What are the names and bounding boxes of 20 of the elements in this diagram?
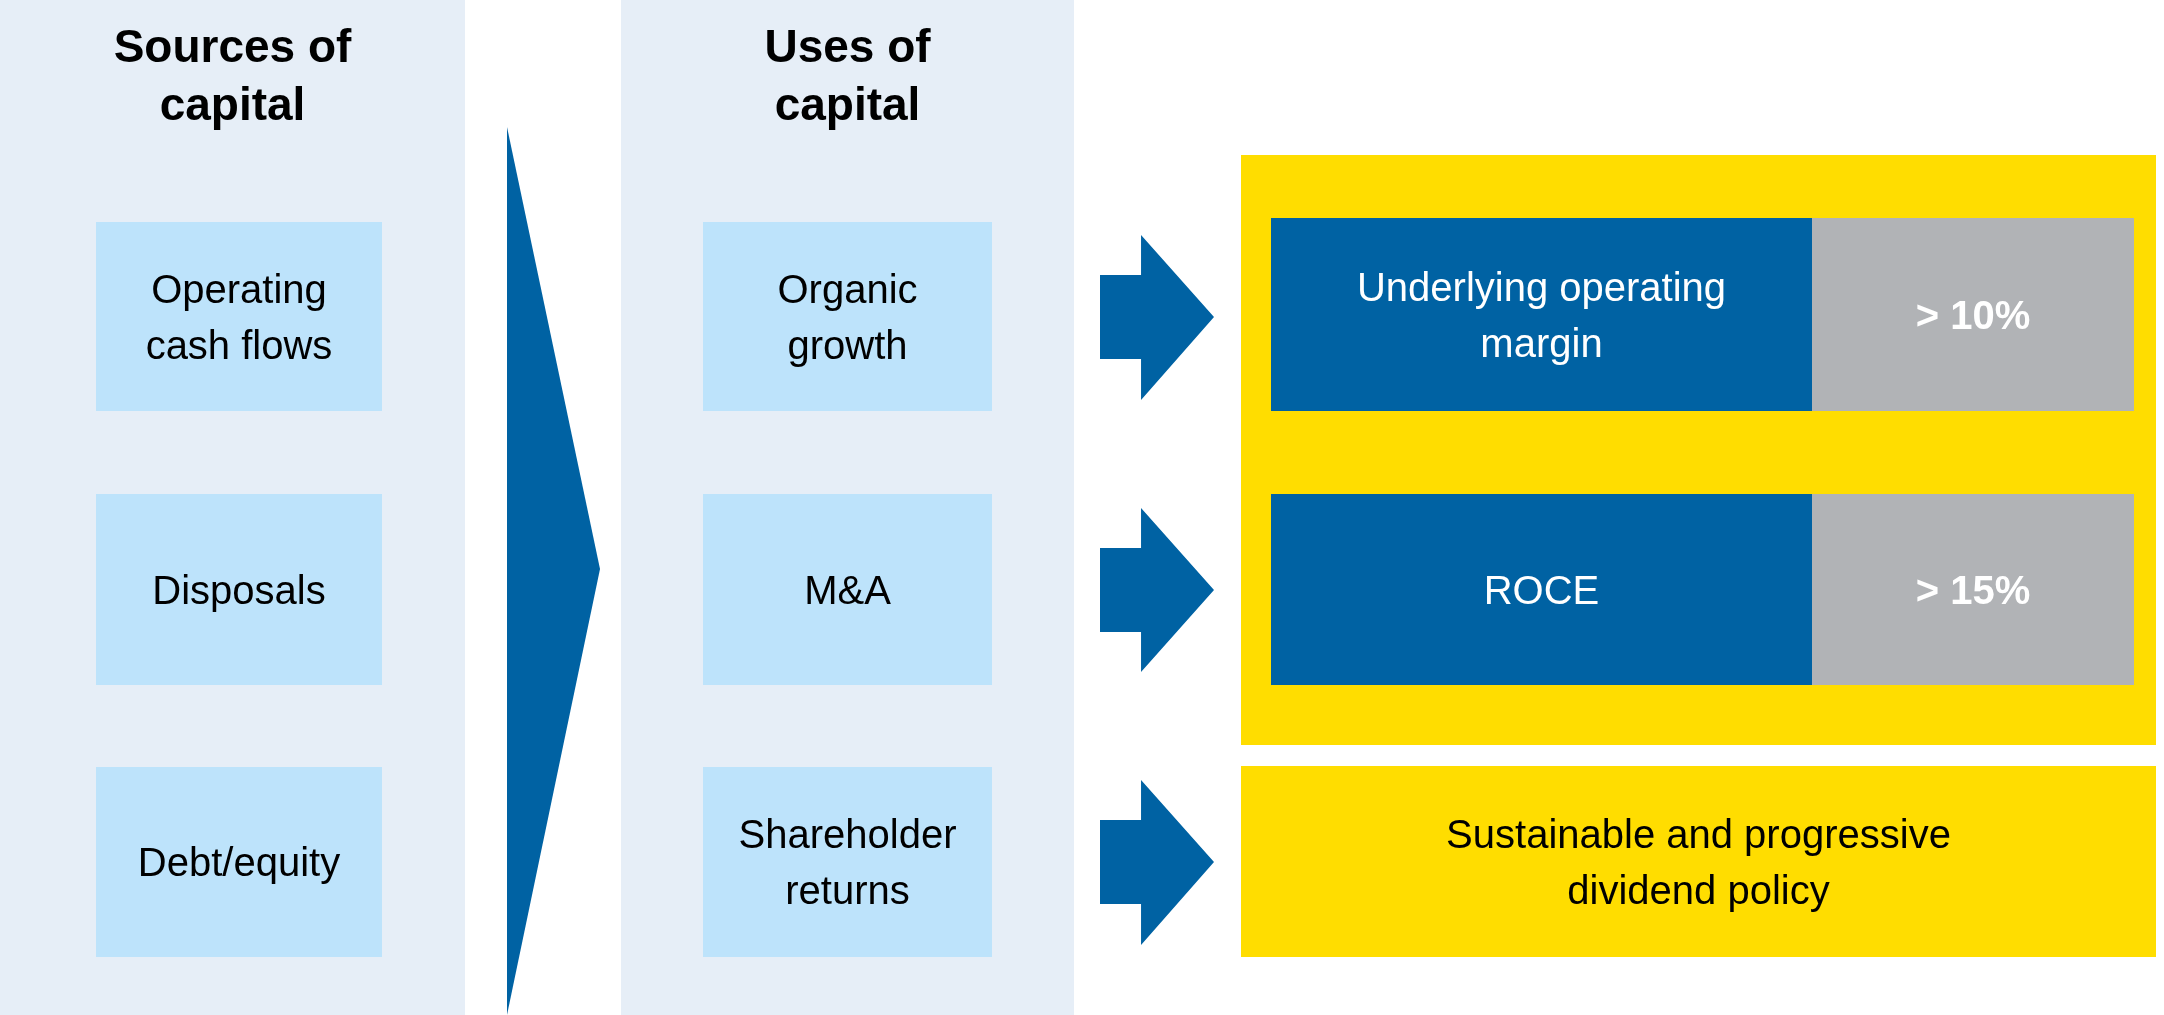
target-panel [1241, 155, 2156, 745]
block-arrow [1100, 508, 1214, 672]
column-panel [0, 0, 465, 1015]
column-heading: Uses of capital [763, 19, 932, 132]
chevron-arrow [507, 127, 600, 1015]
source-box: Operating cash flows [96, 222, 382, 411]
metric-bar: Underlying operating margin [1271, 218, 1812, 411]
column-heading: Sources of capital [112, 19, 353, 132]
source-box: Debt/equity [96, 767, 382, 957]
target-bar: > 10% [1812, 218, 2134, 411]
use-box: M&A [703, 494, 992, 685]
target-bar: > 15% [1812, 494, 2134, 685]
column-panel [621, 0, 1074, 1015]
policy-box: Sustainable and progressive dividend policy [1241, 766, 2156, 957]
use-box: Organic growth [703, 222, 992, 411]
block-arrow [1100, 235, 1214, 400]
source-box: Disposals [96, 494, 382, 685]
block-arrow [1100, 780, 1214, 945]
metric-bar: ROCE [1271, 494, 1812, 685]
use-box: Shareholder returns [703, 767, 992, 957]
